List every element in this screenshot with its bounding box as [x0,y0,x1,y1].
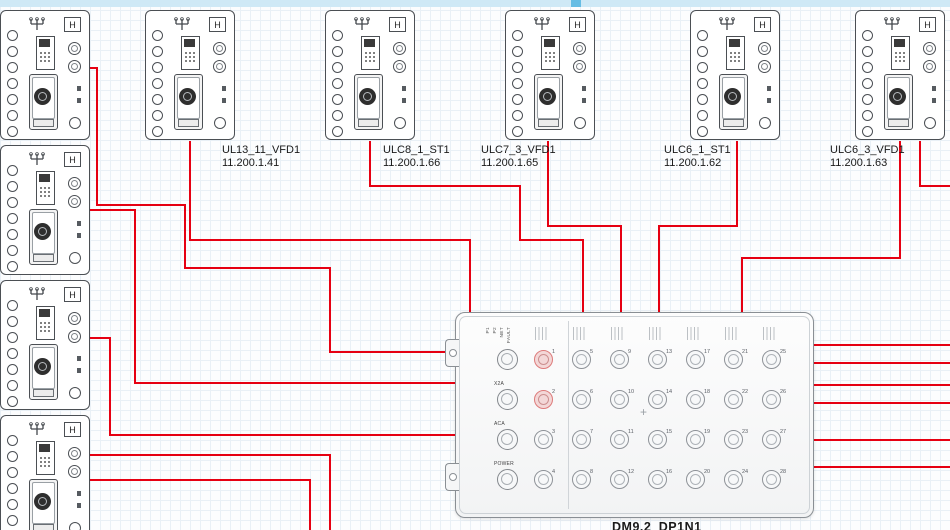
io-port [571,469,591,489]
io-block-label[interactable]: DM9.2_DP1N1 [612,520,702,530]
io-port [761,429,781,449]
port-number: 2 [552,389,556,395]
left-port [496,348,518,370]
mounting-tab [445,339,459,367]
io-port [685,349,705,369]
cable-wire[interactable] [740,141,902,312]
io-port [609,469,629,489]
pin-label-ticks [687,327,701,340]
led-label: NET [500,327,505,338]
block-section-divider [568,321,569,509]
pin-label-ticks [649,327,663,340]
port-number: 27 [780,429,787,435]
pin-label-ticks [763,327,777,340]
led-label: P1 [486,327,491,334]
port-number: 5 [590,349,594,355]
io-port [761,349,781,369]
port-number: 28 [780,469,787,475]
io-port [571,429,591,449]
port-number: 16 [666,469,673,475]
pin-label-ticks [573,327,587,340]
port-number: 6 [590,389,594,395]
port-number: 1 [552,349,556,355]
io-block-inner-outline [459,316,810,514]
port-number: 12 [628,469,635,475]
io-port [609,429,629,449]
io-port [685,389,705,409]
led-label: P2 [493,327,498,334]
port-number: 13 [666,349,673,355]
io-port [609,349,629,369]
left-port-label: ACA [494,421,505,427]
port-number: 20 [704,469,711,475]
left-port-label: X2A [494,381,505,387]
port-number: 7 [590,429,594,435]
port-number: 15 [666,429,673,435]
port-number: 24 [742,469,749,475]
cable-wire[interactable] [90,453,332,530]
io-port [571,349,591,369]
port-number: 21 [742,349,749,355]
pin-label-ticks [535,327,549,340]
pin-label-ticks [725,327,739,340]
left-port-label: POWER [494,461,514,467]
io-port [647,429,667,449]
selection-handle[interactable] [571,0,581,7]
io-port [571,389,591,409]
left-port [496,388,518,410]
port-number: 18 [704,389,711,395]
port-number: 25 [780,349,787,355]
cable-wire[interactable] [90,66,455,354]
mounting-tab [445,463,459,491]
cable-wire[interactable] [546,141,623,312]
canvas-top-bar [0,0,950,7]
port-number: 3 [552,429,556,435]
cable-wire[interactable] [188,141,472,312]
io-port [761,469,781,489]
port-number: 9 [628,349,632,355]
io-port [533,469,553,489]
port-number: 26 [780,389,787,395]
led-label: FAULT [507,327,512,344]
cable-wire[interactable] [918,141,950,188]
port-number: 19 [704,429,711,435]
center-cross-mark: + [640,405,648,419]
io-port [723,389,743,409]
port-number: 4 [552,469,556,475]
cable-wire[interactable] [657,141,739,312]
io-port [685,429,705,449]
port-number: 11 [628,429,634,435]
port-number: 17 [704,349,711,355]
port-number: 23 [742,429,749,435]
io-port [723,349,743,369]
io-port [609,389,629,409]
port-number: 10 [628,389,635,395]
left-port [496,468,518,490]
io-port [685,469,705,489]
io-port [647,469,667,489]
io-port [533,429,553,449]
port-number: 14 [666,389,673,395]
left-port [496,428,518,450]
cable-wire[interactable] [90,208,455,385]
cable-wire[interactable] [90,336,455,437]
cable-wire[interactable] [90,478,312,530]
io-port [533,349,553,369]
pin-label-ticks [611,327,625,340]
io-port [647,389,667,409]
io-port [533,389,553,409]
port-number: 8 [590,469,594,475]
io-port [723,469,743,489]
cable-wire[interactable] [368,141,585,312]
io-port [723,429,743,449]
port-number: 22 [742,389,749,395]
io-port [647,349,667,369]
io-port [761,389,781,409]
